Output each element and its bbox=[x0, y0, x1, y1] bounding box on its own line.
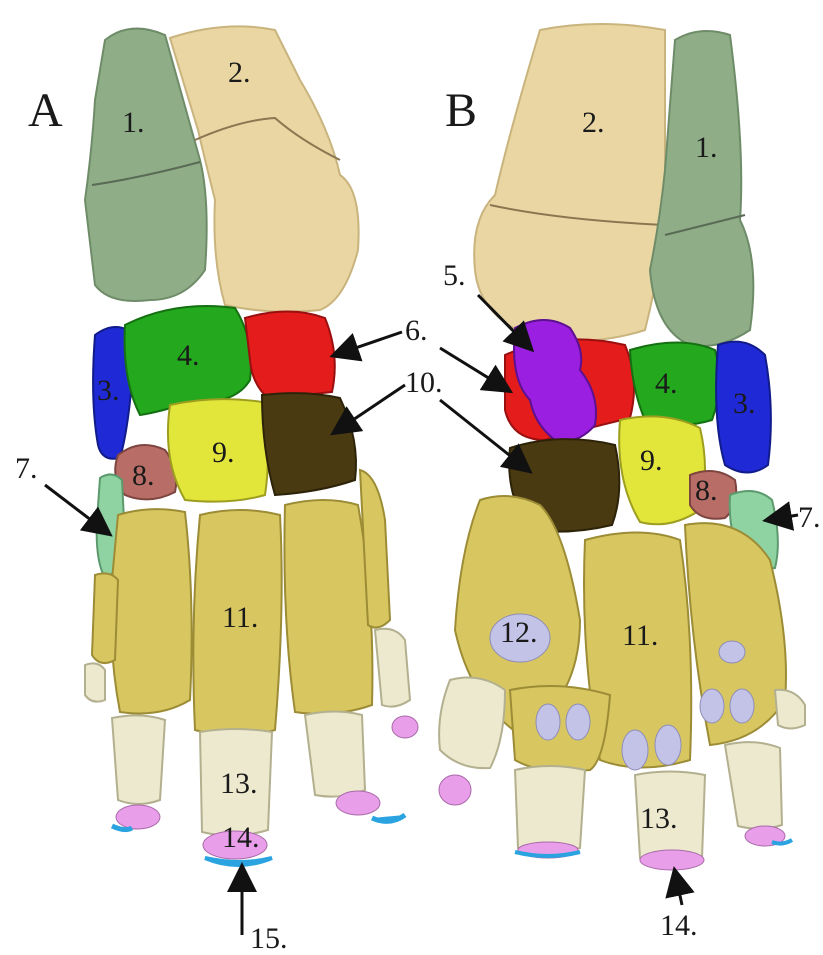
bone-12-b-s2 bbox=[566, 704, 590, 740]
bone-12-b-s3 bbox=[622, 730, 648, 770]
label-b-14: 14. bbox=[660, 909, 698, 942]
bone-12-b-s5 bbox=[700, 689, 724, 723]
bone-11-a-left bbox=[111, 509, 192, 713]
bone-14-b-mid bbox=[640, 850, 704, 870]
label-b-8: 8. bbox=[695, 474, 718, 507]
label-a-9: 9. bbox=[212, 436, 235, 469]
bone-10-a bbox=[262, 393, 356, 495]
bone-13-a-right bbox=[305, 712, 365, 797]
arrow-a-6 bbox=[335, 332, 402, 355]
bone-11-b-base bbox=[510, 686, 610, 771]
panel-b: B 1. 2. 3. 4. 5. 7. 8. 9. 11. 12. 13. 14… bbox=[439, 24, 821, 942]
label-a-4: 4. bbox=[177, 339, 200, 372]
bone-13-b-left bbox=[515, 766, 585, 852]
bone-13-b-right bbox=[725, 742, 782, 829]
bone-13-a-left bbox=[112, 715, 165, 804]
arrow-b-6 bbox=[440, 348, 508, 390]
label-a-8: 8. bbox=[132, 459, 155, 492]
bone-12-b-s1 bbox=[536, 704, 560, 740]
label-a-13: 13. bbox=[220, 767, 258, 800]
label-b-2: 2. bbox=[582, 106, 605, 139]
label-a-3: 3. bbox=[97, 374, 120, 407]
bone-2-b bbox=[474, 24, 665, 341]
label-b-4: 4. bbox=[655, 367, 678, 400]
bone-13-b-far-left bbox=[439, 678, 505, 769]
bone-14-b-far-left bbox=[439, 775, 471, 805]
label-b-13: 13. bbox=[640, 802, 678, 835]
label-a-7: 7. bbox=[15, 452, 38, 485]
label-b-1: 1. bbox=[695, 131, 718, 164]
bone-14-a-left bbox=[116, 805, 160, 829]
label-b-7: 7. bbox=[798, 501, 821, 534]
bone-6-a bbox=[245, 312, 335, 401]
panel-label-a: A bbox=[28, 84, 63, 137]
label-b-9: 9. bbox=[640, 444, 663, 477]
bone-12-b-s6 bbox=[730, 689, 754, 723]
bone-13-a-far-right bbox=[375, 629, 410, 707]
panel-label-b: B bbox=[445, 84, 477, 137]
label-b-12: 12. bbox=[500, 616, 538, 649]
label-a-1: 1. bbox=[122, 106, 145, 139]
arrow-b-14 bbox=[675, 872, 682, 905]
label-b-3: 3. bbox=[733, 387, 756, 420]
label-a-10: 10. bbox=[405, 366, 443, 399]
bone-11-a-far-left bbox=[92, 573, 118, 663]
label-a-6: 6. bbox=[405, 314, 428, 347]
label-b-5: 5. bbox=[443, 259, 466, 292]
bone-15-a-right bbox=[372, 815, 405, 821]
label-a-11: 11. bbox=[222, 601, 258, 634]
bone-12-b-s4 bbox=[655, 725, 681, 765]
bone-14-a-far-right bbox=[392, 716, 418, 738]
label-a-15: 15. bbox=[250, 922, 288, 955]
panel-a: A 1. 2. 3. 4. 6. 7. 8. 9. 10. 11. 13. 14… bbox=[15, 26, 443, 955]
bone-11-a-right bbox=[284, 500, 372, 714]
label-a-14: 14. bbox=[222, 821, 260, 854]
bone-13-a-far-left bbox=[85, 663, 105, 701]
bone-12-b-s7 bbox=[719, 641, 745, 663]
bone-13-b-far-right bbox=[775, 690, 805, 729]
bone-14-a-right bbox=[336, 791, 380, 815]
label-a-2: 2. bbox=[228, 56, 251, 89]
label-b-11: 11. bbox=[622, 619, 658, 652]
